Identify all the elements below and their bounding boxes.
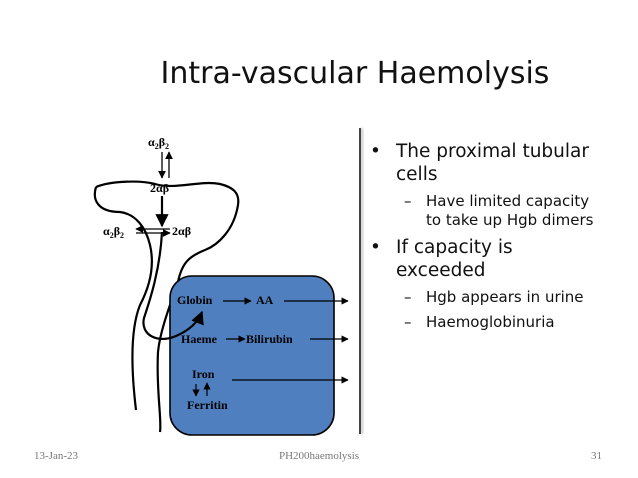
sub-bullet-dash: –: [404, 192, 412, 210]
sub-bullet-dash: –: [404, 313, 412, 331]
divider-line: [359, 128, 361, 434]
sub-bullet-line: Hgb appears in urine: [426, 288, 584, 306]
left-tetramer-label: α2β2: [103, 224, 124, 240]
bullet-list: • The proximal tubular cells – Have limi…: [370, 140, 632, 338]
dimer-top-label: 2αβ: [150, 181, 169, 195]
bilirubin-label: Bilirubin: [246, 332, 293, 346]
sub-bullet-haemoglobinuria: – Haemoglobinuria: [370, 313, 632, 332]
slide-title: Intra-vascular Haemolysis: [160, 56, 550, 91]
sub-bullet-hgb-urine: – Hgb appears in urine: [370, 288, 632, 307]
bullet-dot: •: [370, 141, 381, 162]
sub-bullet-line: to take up Hgb dimers: [426, 211, 594, 229]
tubule-outline-inner: [93, 186, 153, 411]
footer-date: 13-Jan-23: [34, 450, 78, 462]
sub-bullet-limited-capacity: – Have limited capacity to take up Hgb d…: [370, 192, 632, 230]
bullet-capacity-exceeded: • If capacity is exceeded: [370, 236, 632, 282]
aa-label: AA: [256, 293, 274, 307]
bullet-line: cells: [396, 164, 438, 185]
bullet-line: The proximal tubular: [396, 141, 589, 162]
tubule-outline: [95, 180, 240, 433]
top-tetramer-label: α2β2: [148, 135, 169, 151]
globin-label: Globin: [177, 293, 213, 307]
bullet-dot: •: [370, 237, 381, 258]
bullet-tubular-cells: • The proximal tubular cells: [370, 140, 632, 186]
arrow-uptake: [142, 231, 204, 341]
ferritin-label: Ferritin: [187, 398, 228, 412]
tubular-cell: [169, 275, 335, 436]
dimer-right-label: 2αβ: [172, 224, 191, 238]
footer-page-number: 31: [591, 450, 602, 462]
iron-label: Iron: [192, 367, 215, 381]
sub-bullet-line: Have limited capacity: [426, 192, 590, 210]
haeme-label: Haeme: [181, 332, 218, 346]
sub-bullet-line: Haemoglobinuria: [426, 313, 555, 331]
footer-title: PH200haemolysis: [278, 450, 360, 462]
sub-bullet-dash: –: [404, 288, 412, 306]
bullet-line: If capacity is: [396, 237, 513, 258]
bullet-line: exceeded: [396, 260, 486, 281]
